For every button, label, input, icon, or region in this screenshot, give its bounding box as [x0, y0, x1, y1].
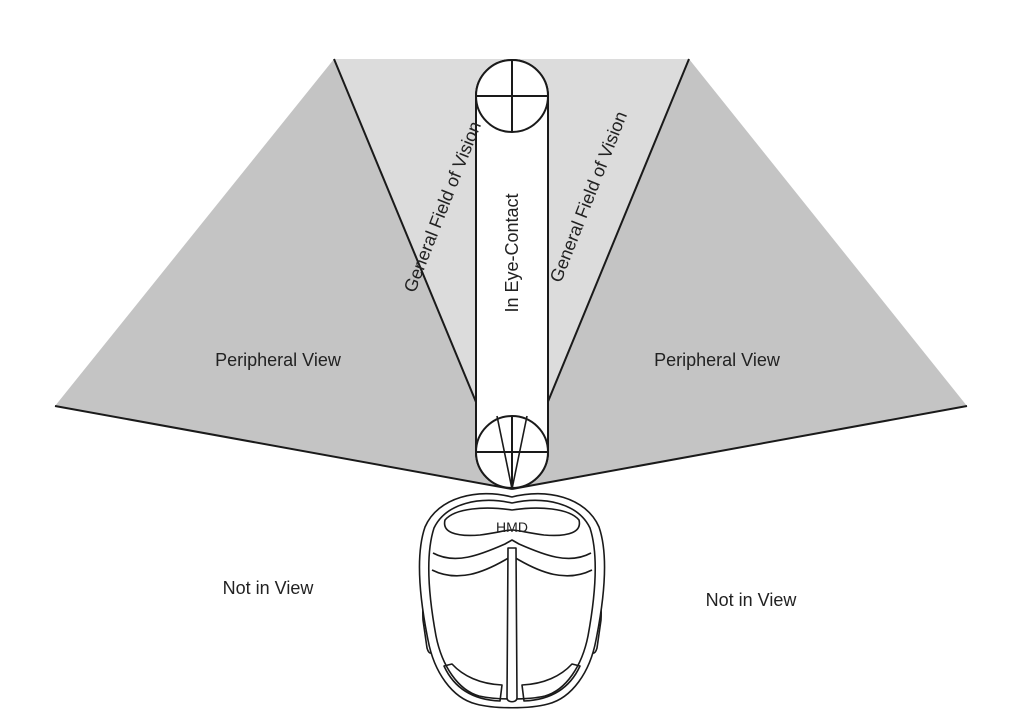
hmd-label: HMD — [496, 519, 528, 535]
eye-contact-label: In Eye-Contact — [502, 193, 522, 312]
eye-contact-top-crosshair-icon — [475, 59, 549, 133]
peripheral-view-left-region — [55, 59, 512, 489]
eye-contact-bottom-crosshair-icon — [475, 415, 549, 490]
peripheral-view-right-region — [512, 59, 967, 489]
peripheral-view-left-label: Peripheral View — [215, 350, 342, 370]
not-in-view-right-label: Not in View — [706, 590, 798, 610]
peripheral-view-right-label: Peripheral View — [654, 350, 781, 370]
hmd-headset-icon — [418, 492, 606, 709]
not-in-view-left-label: Not in View — [223, 578, 315, 598]
peripheral-boundary-right-line — [511, 405, 968, 490]
peripheral-boundary-left-line — [54, 405, 513, 490]
